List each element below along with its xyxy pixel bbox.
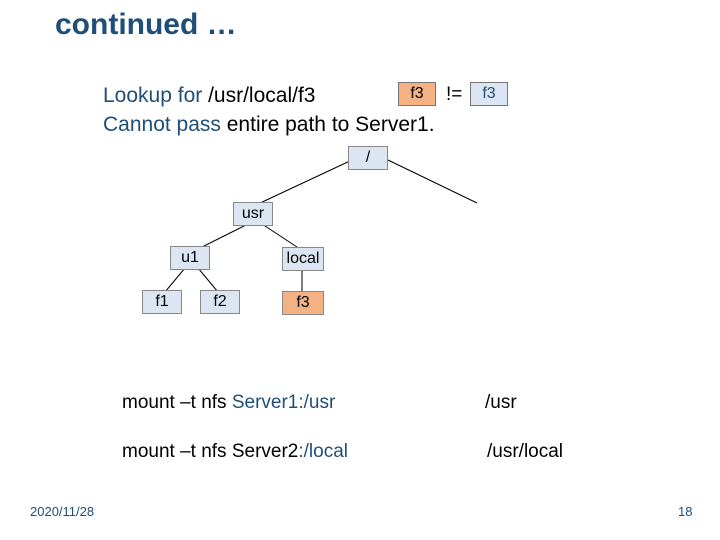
edge-usr-u1 bbox=[199, 223, 249, 249]
tree-node-f2: f2 bbox=[200, 290, 240, 314]
mount-2-target: /usr/local bbox=[487, 441, 564, 462]
mount-1-server: Server1 bbox=[231, 392, 299, 413]
edge-u1-f1 bbox=[164, 267, 186, 293]
cannot-rest: entire path to Server1. bbox=[226, 113, 435, 136]
lookup-prefix: Lookup for bbox=[103, 84, 209, 107]
edge-root-usr bbox=[257, 159, 353, 205]
tree-node-usr: usr bbox=[233, 202, 273, 226]
mount-2-remote: :/local bbox=[298, 441, 349, 462]
page-number: 18 bbox=[678, 504, 693, 519]
tree-node-f3: f3 bbox=[282, 291, 324, 315]
lookup-line: Lookup for /usr/local/f3 bbox=[103, 84, 315, 108]
footer-date: 2020/11/28 bbox=[30, 504, 95, 519]
edge-root-right bbox=[387, 159, 478, 204]
mount-1-prefix: mount –t nfs bbox=[122, 392, 232, 413]
tree-node-root: / bbox=[348, 146, 388, 170]
mount-1-target: /usr bbox=[485, 392, 517, 413]
cannot-prefix: Cannot pass bbox=[103, 113, 227, 136]
tree-node-local: local bbox=[282, 247, 324, 271]
mount-command-2: mount –t nfs Server2:/local bbox=[122, 441, 348, 463]
edge-u1-f2 bbox=[197, 267, 219, 293]
mount-2-prefix: mount –t nfs bbox=[122, 441, 232, 462]
compare-left-box: f3 bbox=[398, 82, 436, 106]
mount-command-1: mount –t nfs Server1:/usr bbox=[122, 392, 335, 414]
slide-title: continued … bbox=[55, 8, 237, 41]
mount-1-remote: :/usr bbox=[298, 392, 336, 413]
not-equal-operator: != bbox=[446, 84, 463, 105]
tree-node-f1: f1 bbox=[142, 290, 182, 314]
lookup-path: /usr/local/f3 bbox=[208, 84, 316, 107]
cannot-pass-line: Cannot pass entire path to Server1. bbox=[103, 113, 435, 137]
tree-node-u1: u1 bbox=[170, 246, 210, 270]
mount-2-server: Server2 bbox=[231, 441, 299, 462]
edge-usr-local bbox=[261, 223, 301, 250]
compare-right-box: f3 bbox=[470, 82, 508, 106]
